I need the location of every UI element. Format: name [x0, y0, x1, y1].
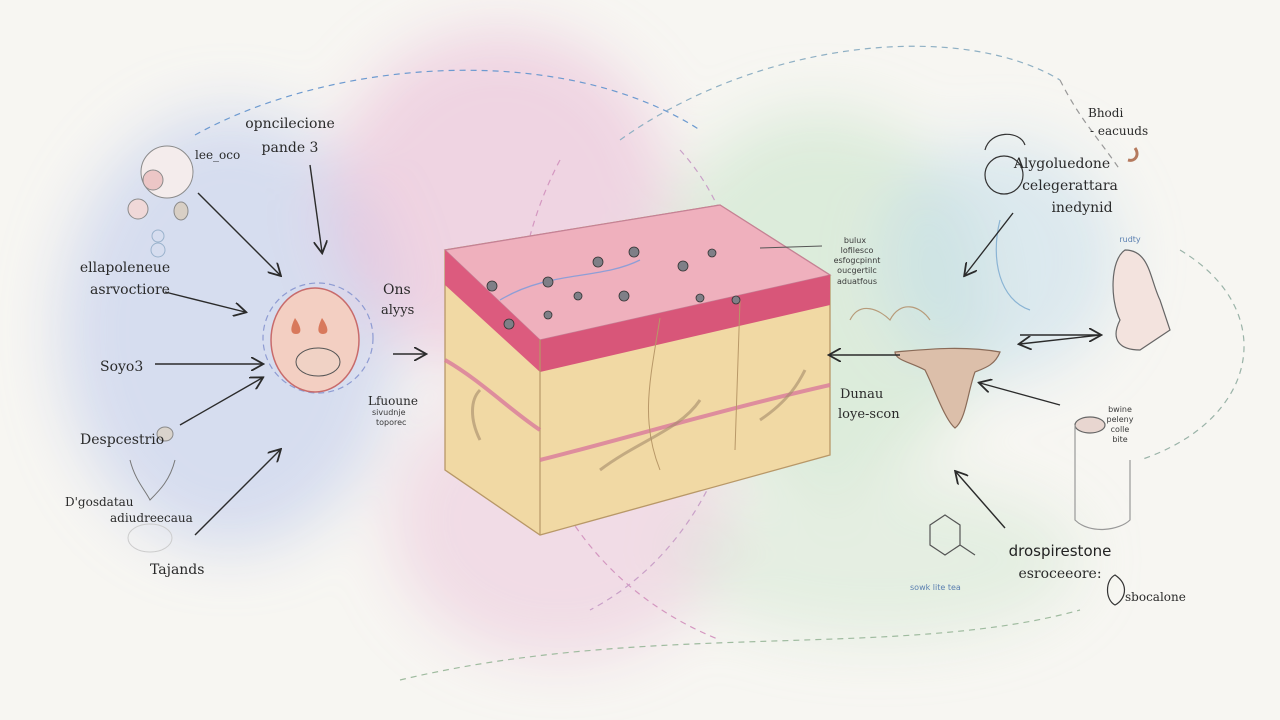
right-sketches — [849, 133, 1171, 606]
lfu-label-line-3: toporec — [376, 418, 406, 427]
rudty-label: rudty — [1119, 235, 1141, 244]
top-label-line-1: opncilecione — [245, 116, 335, 132]
lfu-label-line-2: sivudnje — [372, 408, 406, 417]
dunau-label-line-2: loye-scon — [838, 407, 900, 422]
small-text-line: bwine — [1108, 405, 1132, 414]
small-text-line: bulux — [844, 236, 866, 245]
ons-label-line-1: Ons — [383, 282, 411, 298]
sbocalone-label: sbocalone — [1125, 590, 1186, 604]
small-text-block: bulux lofilesco esfogcpinnt oucgertilc a… — [834, 236, 881, 286]
tajands-label: Tajands — [150, 562, 204, 578]
small-text-line: peleny — [1107, 415, 1134, 424]
small-text-line: bite — [1112, 435, 1127, 444]
drospirestone-label-line-1: drospirestone — [1009, 542, 1112, 560]
soyo-label: Soyo3 — [100, 359, 143, 375]
small-text-line: oucgertilc — [837, 266, 877, 275]
alygo-label-line-1: Alygoluedone — [1013, 156, 1110, 172]
lfu-label-line-1: Lfuoune — [368, 394, 418, 408]
dgos-label-line-1: D'gosdatau — [65, 495, 134, 509]
small-text-line: esfogcpinnt — [834, 256, 881, 265]
despcestrio-label: Despcestrio — [80, 432, 164, 448]
alygo-label-line-2: celegerattara — [1022, 178, 1118, 194]
ons-label-line-2: alyys — [381, 303, 414, 318]
dgos-label-line-2: adiudreecaua — [110, 511, 193, 525]
left-sketches — [127, 145, 194, 553]
cell-label: lee_oco — [195, 148, 240, 162]
mid-label-line-1: ellapoleneue — [80, 260, 170, 276]
tissue-cells — [486, 246, 741, 330]
mid-label-line-2: asrvoctiore — [90, 282, 170, 298]
top-label-line-2: pande 3 — [262, 140, 319, 156]
tissue-block — [443, 204, 832, 536]
small-text-line: aduatfous — [837, 277, 877, 286]
cell-illustration — [262, 282, 374, 394]
alygo-label-line-3: inedynid — [1051, 200, 1112, 216]
bhodi-label-line-1: Bhodi — [1088, 106, 1123, 120]
dunau-label-line-1: Dunau — [840, 387, 883, 402]
small-text-line: lofilesco — [841, 246, 874, 255]
blue-note-label: sowk lite tea — [910, 583, 961, 592]
arrows — [155, 164, 1100, 536]
bhodi-label-line-2: - eacuuds — [1090, 124, 1148, 138]
bwine-text-block: bwine peleny colle bite — [1107, 405, 1134, 444]
small-text-line: colle — [1111, 425, 1130, 434]
drospirestone-label-line-2: esroceeore: — [1018, 566, 1101, 582]
